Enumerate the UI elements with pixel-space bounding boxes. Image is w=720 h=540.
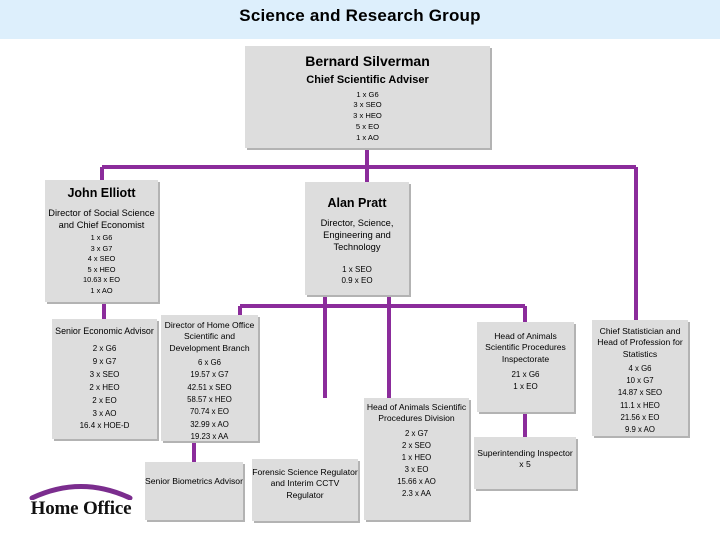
- grade-line: 9.9 x AO: [625, 424, 655, 434]
- node-name: Bernard Silverman: [305, 53, 430, 69]
- grade-line: 32.99 x AO: [190, 419, 229, 429]
- node-director-hosdb[interactable]: Director of Home Office Scientific and D…: [161, 315, 258, 441]
- grade-line: 2 x SEO: [401, 440, 432, 450]
- grade-line: 5 x EO: [355, 122, 380, 132]
- home-office-logo: Home Office: [28, 478, 134, 528]
- grade-line: 2 x EO: [92, 395, 117, 405]
- page-title: Science and Research Group: [239, 6, 481, 25]
- grade-line: 4 x G6: [628, 364, 652, 374]
- grade-line: 19.23 x AA: [190, 431, 229, 441]
- grade-line: 2 x HEO: [89, 382, 120, 392]
- node-head-animals-scientific-procedures-division[interactable]: Head of Animals Scientific Procedures Di…: [364, 398, 469, 520]
- grade-line: 21.56 x EO: [620, 412, 660, 422]
- grade-line: 1 x AO: [90, 285, 113, 295]
- node-title: Superintending Inspector x 5: [477, 448, 573, 470]
- node-grades: 21 x G6 1 x EO: [477, 369, 574, 393]
- node-senior-biometrics-advisor[interactable]: Senior Biometrics Advisor: [145, 462, 243, 520]
- node-title: Forensic Science Regulator and Interim C…: [252, 467, 358, 500]
- grade-line: 6 x G6: [198, 358, 221, 368]
- grade-line: 2.3 x AA: [401, 489, 432, 499]
- grade-line: 42.51 x SEO: [187, 382, 232, 392]
- grade-line: 1 x SEO: [342, 264, 372, 274]
- grade-line: 1 x G6: [356, 89, 379, 99]
- grade-line: 1 x HEO: [401, 453, 432, 462]
- node-superintending-inspector[interactable]: Superintending Inspector x 5: [474, 437, 576, 489]
- grade-line: 1 x G6: [90, 233, 113, 243]
- logo-text: Home Office: [30, 498, 132, 519]
- node-bernard-silverman[interactable]: Bernard Silverman Chief Scientific Advis…: [245, 46, 490, 148]
- node-title: Head of Animals Scientific Procedures In…: [485, 331, 566, 364]
- node-title: Director of Social Science and Chief Eco…: [48, 207, 155, 231]
- node-title: Head of Animals Scientific Procedures Di…: [366, 402, 467, 424]
- grade-line: 3 x SEO: [89, 369, 120, 379]
- grade-line: 15.66 x AO: [397, 477, 436, 487]
- grade-line: 4 x SEO: [87, 254, 116, 264]
- grade-line: 1 x EO: [513, 382, 538, 392]
- node-title: Chief Statistician and Head of Professio…: [597, 326, 683, 359]
- grade-line: 2 x G6: [92, 343, 117, 353]
- node-head-animals-scientific-procedures-inspectorate[interactable]: Head of Animals Scientific Procedures In…: [477, 322, 574, 412]
- title-banner: [0, 0, 720, 39]
- grade-line: 3 x AO: [92, 408, 117, 418]
- node-title: Director, Science, Engineering and Techn…: [320, 217, 394, 253]
- grade-line: 10 x G7: [626, 376, 654, 386]
- node-role: Chief Scientific Adviser: [306, 73, 429, 86]
- node-chief-statistician[interactable]: Chief Statistician and Head of Professio…: [592, 320, 688, 436]
- node-grades: 2 x G7 2 x SEO 1 x HEO 3 x EO 15.66 x AO 2.3 …: [364, 428, 469, 501]
- grade-line: 19.57 x G7: [190, 370, 229, 380]
- node-name: John Elliott: [67, 186, 136, 200]
- logo-arc-icon: [29, 484, 133, 500]
- node-title: Senior Biometrics Advisor: [145, 476, 243, 486]
- grade-line: 58.57 x HEO: [187, 394, 232, 404]
- grade-line: 3 x EO: [404, 465, 429, 475]
- grade-line: 3 x HEO: [353, 111, 382, 121]
- node-name: Alan Pratt: [327, 196, 387, 210]
- grade-line: 14.87 x SEO: [617, 388, 663, 398]
- node-title: Senior Economic Advisor: [55, 326, 154, 336]
- grade-line: 1 x AO: [356, 132, 379, 142]
- grade-line: 11.1 x HEO: [620, 400, 660, 410]
- node-title: Director of Home Office Scientific and D…: [164, 320, 255, 353]
- grade-line: 21 x G6: [511, 370, 540, 380]
- node-senior-economic-advisor[interactable]: Senior Economic Advisor 2 x G6 9 x G7 3 x …: [52, 319, 157, 439]
- node-john-elliott[interactable]: John Elliott Director of Social Science …: [45, 180, 158, 302]
- grade-line: 5 x HEO: [87, 264, 116, 274]
- node-grades: 2 x G6 9 x G7 3 x SEO 2 x HEO 2 x EO 3 x AO 16…: [52, 343, 157, 434]
- grade-line: 10.63 x EO: [83, 275, 120, 285]
- grade-line: 2 x G7: [405, 428, 428, 438]
- node-forensic-science-regulator[interactable]: Forensic Science Regulator and Interim C…: [252, 459, 358, 521]
- grade-line: 3 x G7: [90, 243, 113, 253]
- node-alan-pratt[interactable]: Alan Pratt Director, Science, Engineerin…: [305, 182, 409, 295]
- node-grades: 6 x G6 19.57 x G7 42.51 x SEO 58.57 x HEO 70…: [161, 357, 258, 441]
- grade-line: 70.74 x EO: [189, 407, 229, 417]
- grade-line: 9 x G7: [92, 356, 117, 366]
- grade-line: 0.9 x EO: [341, 275, 373, 285]
- grade-line: 3 x SEO: [353, 100, 382, 110]
- node-grades: 4 x G6 10 x G7 14.87 x SEO 11.1 x HEO 21.56 …: [592, 363, 688, 436]
- grade-line: 16.4 x HOE-D: [79, 421, 130, 431]
